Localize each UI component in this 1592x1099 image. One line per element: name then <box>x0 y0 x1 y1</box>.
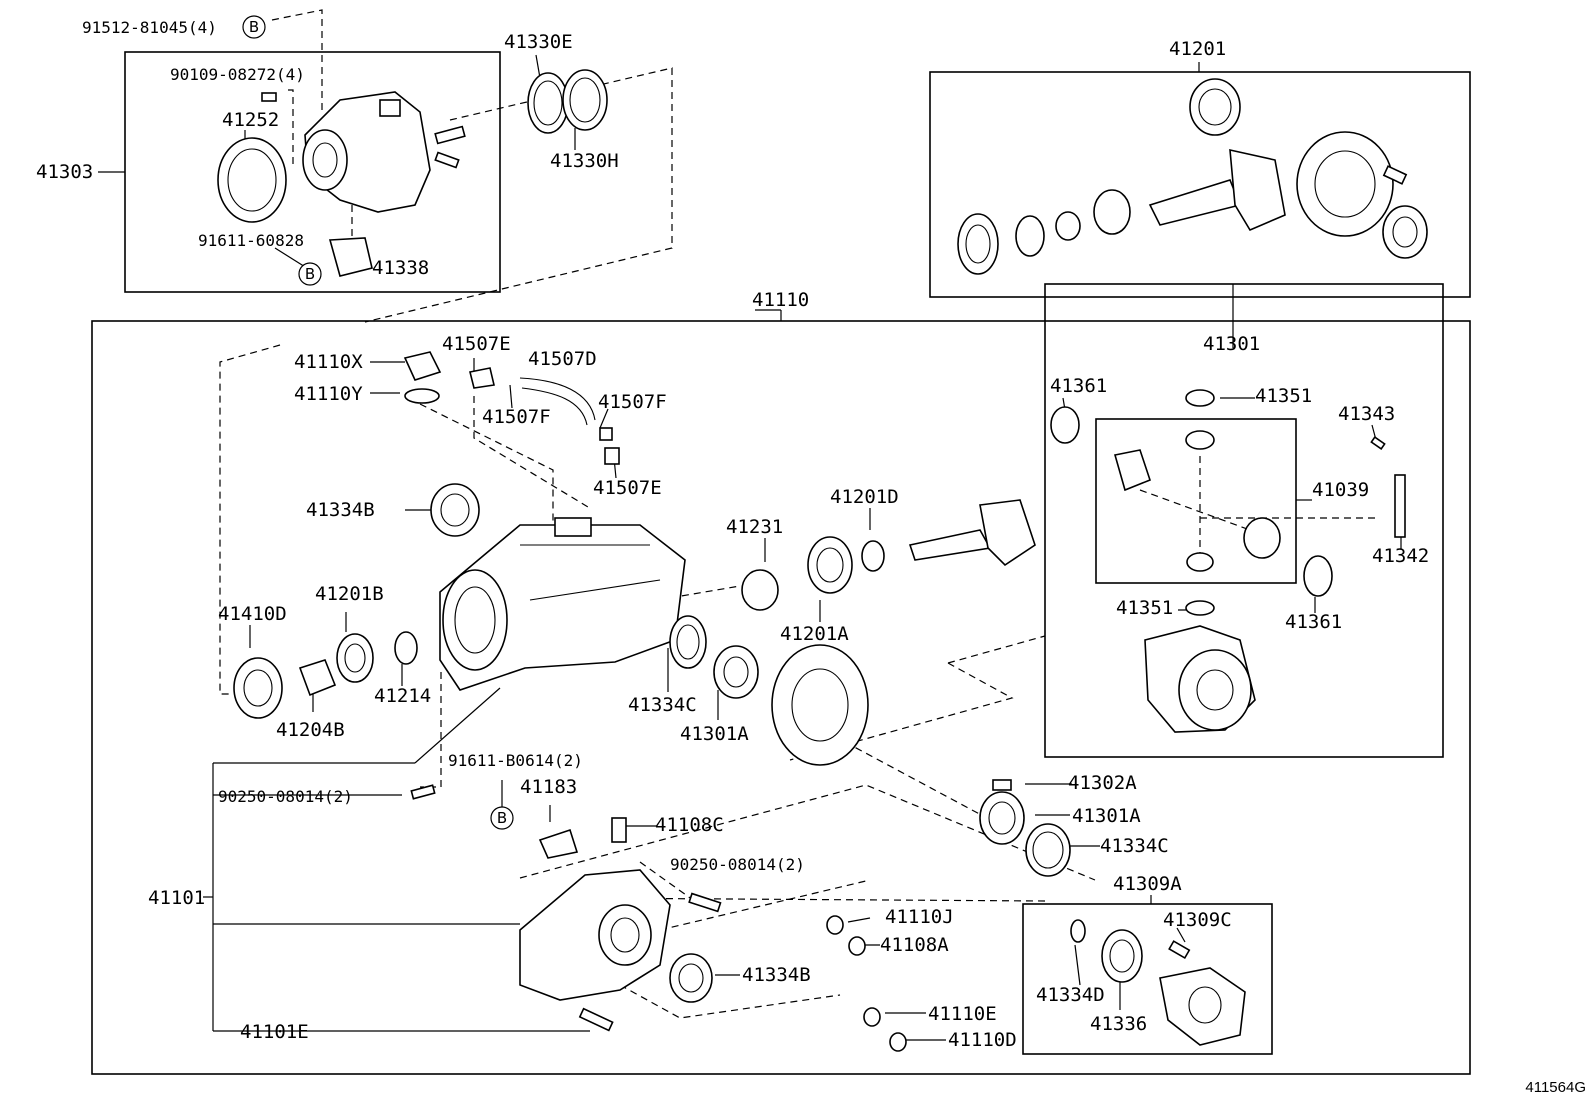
label-90250-08014-b: 90250-08014(2) <box>670 855 805 874</box>
label-41309C: 41309C <box>1163 909 1232 931</box>
label-41101: 41101 <box>148 887 205 909</box>
label-41342: 41342 <box>1372 545 1429 567</box>
label-41334C-left: 41334C <box>628 694 697 716</box>
label-41108A: 41108A <box>880 934 949 956</box>
leader-lines <box>98 54 1402 1041</box>
label-41410D: 41410D <box>218 603 287 625</box>
label-41334B-bottom: 41334B <box>742 964 811 986</box>
box-41039 <box>1095 418 1297 584</box>
ref-circle-b-mid: B <box>298 262 322 286</box>
label-41351-top: 41351 <box>1255 385 1312 407</box>
label-41301A-right: 41301A <box>1072 805 1141 827</box>
label-41507D: 41507D <box>528 348 597 370</box>
svg-text:B: B <box>305 265 315 283</box>
label-41343: 41343 <box>1338 403 1395 425</box>
label-41330E: 41330E <box>504 31 573 53</box>
label-41108C: 41108C <box>655 814 724 836</box>
label-41214: 41214 <box>374 685 431 707</box>
ref-circle-b-low: B <box>490 806 514 830</box>
label-41204B: 41204B <box>276 719 345 741</box>
box-41309A <box>1022 903 1273 1055</box>
box-41301 <box>1044 283 1444 758</box>
label-41110D: 41110D <box>948 1029 1017 1051</box>
label-41351-bottom: 41351 <box>1116 597 1173 619</box>
parts <box>217 69 1428 1052</box>
diagram-code: 411564G <box>1525 1079 1586 1096</box>
label-41110J: 41110J <box>885 906 954 928</box>
housing-41303 <box>217 91 466 277</box>
label-41110Y: 41110Y <box>294 383 363 405</box>
label-41507E-bottom: 41507E <box>593 477 662 499</box>
label-91611-60828: 91611-60828 <box>198 231 304 250</box>
carrier-housing-41110 <box>439 517 686 691</box>
label-41183: 41183 <box>520 776 577 798</box>
ring-gear <box>771 644 869 766</box>
box-41201 <box>929 71 1471 298</box>
label-41201A: 41201A <box>780 623 849 645</box>
seal-41334B-top <box>430 483 480 537</box>
label-91512-81045: 91512-81045(4) <box>82 18 217 37</box>
label-41201D: 41201D <box>830 486 899 508</box>
label-41301: 41301 <box>1203 333 1260 355</box>
label-41334B-top: 41334B <box>306 499 375 521</box>
label-41507F-right: 41507F <box>598 391 667 413</box>
rear-cover-41101 <box>410 784 722 1001</box>
label-41507F-left: 41507F <box>482 406 551 428</box>
label-41336: 41336 <box>1090 1013 1147 1035</box>
label-41201B: 41201B <box>315 583 384 605</box>
label-41110X: 41110X <box>294 351 363 373</box>
label-41039: 41039 <box>1312 479 1369 501</box>
label-41252: 41252 <box>222 109 279 131</box>
label-41101E: 41101E <box>240 1021 309 1043</box>
part-labels: 91512-81045(4) 90109-08272(4) 41330E 412… <box>36 18 1586 1096</box>
label-41507E-top: 41507E <box>442 333 511 355</box>
gear-set-41201 <box>957 78 1428 275</box>
svg-text:B: B <box>497 809 507 827</box>
label-41309A: 41309A <box>1113 873 1182 895</box>
label-41110E: 41110E <box>928 1003 997 1025</box>
label-91611-B0614: 91611-B0614(2) <box>448 751 583 770</box>
label-41338: 41338 <box>372 257 429 279</box>
label-41334C-right: 41334C <box>1100 835 1169 857</box>
label-90250-08014-a: 90250-08014(2) <box>218 787 353 806</box>
label-41110: 41110 <box>752 289 809 311</box>
label-41201: 41201 <box>1169 38 1226 60</box>
label-41361-bottom: 41361 <box>1285 611 1342 633</box>
label-41361-top: 41361 <box>1050 375 1107 397</box>
label-41334D: 41334D <box>1036 984 1105 1006</box>
label-41303: 41303 <box>36 161 93 183</box>
label-41301A-left: 41301A <box>680 723 749 745</box>
label-41231: 41231 <box>726 516 783 538</box>
label-41302A: 41302A <box>1068 772 1137 794</box>
label-90109-08272: 90109-08272(4) <box>170 65 305 84</box>
svg-text:B: B <box>249 18 259 36</box>
label-41330H: 41330H <box>550 150 619 172</box>
differential-case <box>1144 625 1256 733</box>
ref-circle-b-top: B <box>242 15 266 39</box>
